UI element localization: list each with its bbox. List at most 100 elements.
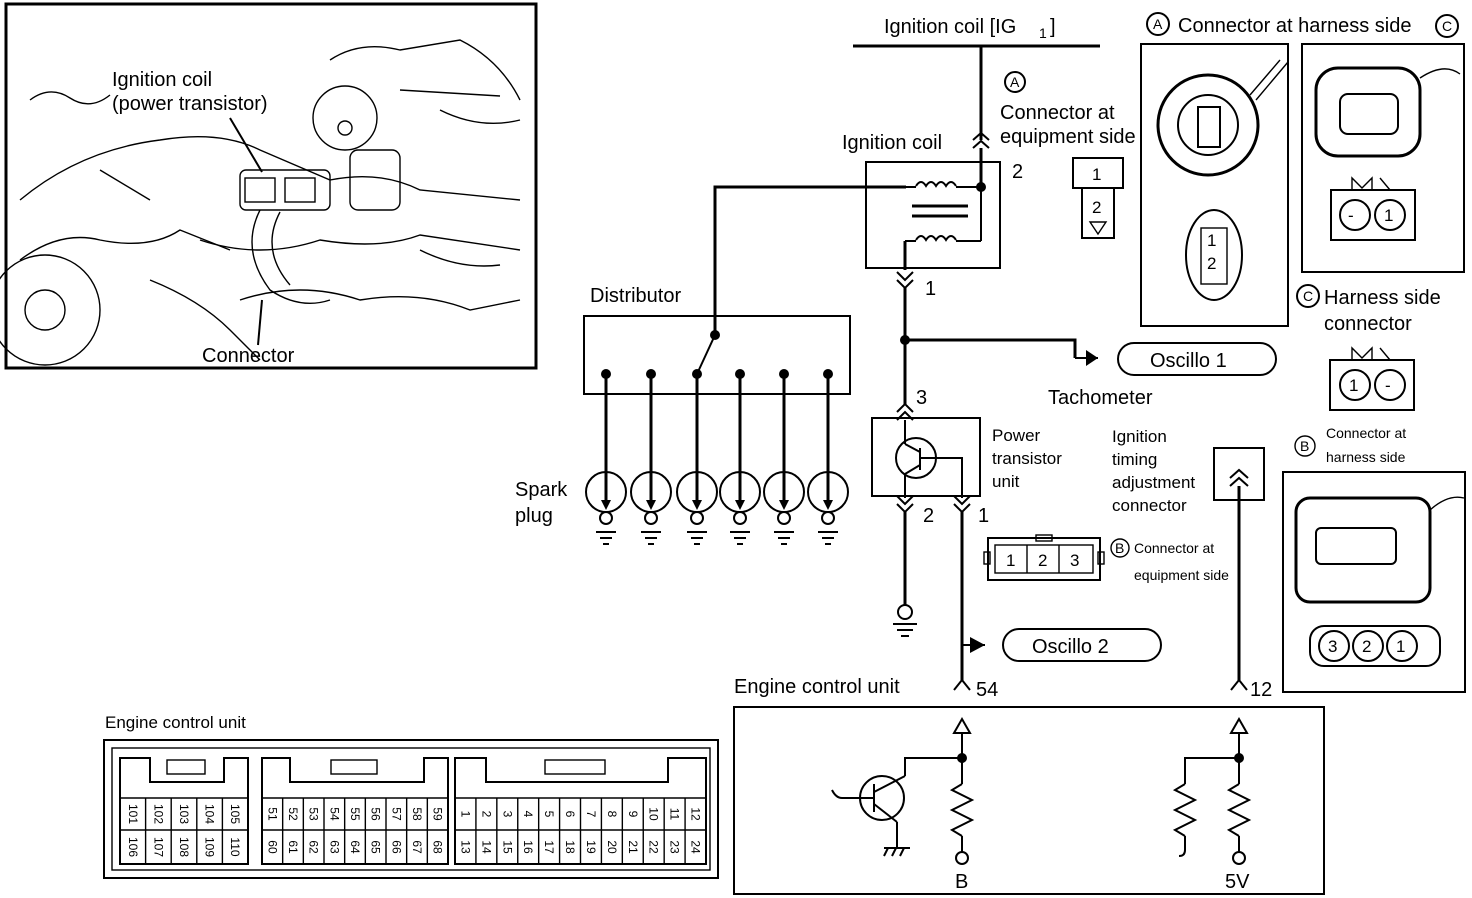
connector-b-equipment: 1 2 3 B Connector at equipment side [983, 534, 1229, 583]
conn-a-harness-pin-1: 1 [1207, 231, 1216, 250]
conn-a-equip-label-2: equipment side [1000, 126, 1136, 148]
ecu-pin-62: 62 [307, 840, 321, 854]
timing-label-3: adjustment [1112, 473, 1195, 492]
ecu-pin-104: 104 [203, 804, 217, 824]
harness-c-marker: C [1303, 288, 1313, 304]
photo-coil-label-2: (power transistor) [112, 93, 268, 115]
conn-a-harness-pin-2: 2 [1207, 254, 1216, 273]
ecu-pin-57: 57 [389, 807, 403, 821]
ecu-pin-53: 53 [307, 807, 321, 821]
power-transistor-unit: 3 2 1 Power transistor unit Oscillo 2 [871, 387, 1162, 680]
photo-coil-label-1: Ignition coil [112, 69, 212, 91]
distributor: Distributor [515, 285, 851, 545]
ecu-pin-106: 106 [126, 837, 140, 857]
coil-label: Ignition coil [842, 132, 942, 154]
ecu-pin-5: 5 [542, 811, 556, 818]
ecu-pin-110: 110 [228, 837, 242, 856]
oscillo-1-label: Oscillo 1 [1150, 350, 1227, 372]
ecu-pin-12: 12 [1250, 679, 1272, 701]
ecu-pin-54: 54 [327, 807, 341, 821]
ecu-pin-103: 103 [177, 804, 191, 824]
harness-b-marker: B [1300, 438, 1309, 454]
conn-b-equip-pin-1: 1 [1006, 551, 1015, 570]
ecu-pin-17: 17 [542, 840, 556, 854]
oscillo-2-tag [1002, 628, 1162, 662]
ig1-label: Ignition coil [IG [884, 16, 1016, 38]
conn-c-top-pin-2: 1 [1384, 206, 1393, 225]
ecu-pin-68: 68 [431, 840, 445, 854]
timing-label-1: Ignition [1112, 427, 1167, 446]
ecu-pin-20: 20 [605, 840, 619, 854]
coil-pin-top: 2 [1012, 161, 1023, 183]
coil-pin-bottom: 1 [925, 278, 936, 300]
pt-label-3: unit [992, 472, 1020, 491]
ecu-pin-107: 107 [151, 837, 165, 857]
spark-plug-label-1: Spark [515, 479, 568, 501]
tachometer-label: Tachometer [1048, 387, 1153, 409]
photo-connector-label: Connector [202, 345, 295, 367]
harness-b-pin-1: 1 [1396, 637, 1405, 656]
ecu-pin-10: 10 [647, 807, 661, 821]
ecu-pin-55: 55 [348, 807, 362, 821]
harness-b-pin-2: 2 [1362, 637, 1371, 656]
spark-plugs [585, 471, 849, 545]
ecu-pin-101: 101 [126, 804, 140, 824]
harness-c-label-2: connector [1324, 313, 1412, 335]
distributor-label: Distributor [590, 285, 681, 307]
conn-b-equip-label-2: equipment side [1134, 567, 1229, 583]
conn-b-equip-label-1: Connector at [1134, 540, 1214, 556]
ecu-pin-105: 105 [228, 804, 242, 824]
ig1-supply: Ignition coil [IG 1 ] [853, 16, 1100, 149]
ecu-pin-24: 24 [689, 840, 703, 854]
conn-b-equip-pin-2: 2 [1038, 551, 1047, 570]
ecu-label: Engine control unit [734, 676, 900, 698]
conn-b-equip-pin-3: 3 [1070, 551, 1079, 570]
connector-a-harness-panel: A Connector at harness side C 1 2 - 1 [1140, 12, 1465, 327]
ecu-5v-label: 5V [1225, 871, 1250, 893]
harness-b-pin-3: 3 [1328, 637, 1337, 656]
harness-b-connector: B Connector at harness side 3 2 1 [1282, 425, 1466, 693]
ecu-pin-6: 6 [563, 811, 577, 818]
conn-a-equip-marker: A [1010, 74, 1020, 90]
connector-a-equipment: A Connector at equipment side 1 2 [1000, 71, 1136, 239]
ecu-pin-59: 59 [431, 807, 445, 821]
ecu-pin-52: 52 [286, 807, 300, 821]
ecu-pin-12: 12 [689, 807, 703, 821]
ig1-subscript: 1 [1039, 25, 1047, 41]
ecu-pin-23: 23 [668, 840, 682, 854]
ecu-pin-4: 4 [521, 811, 535, 818]
ecu-pin-51: 51 [265, 807, 279, 821]
ignition-coil: Ignition coil 2 1 [713, 132, 1023, 334]
ecu-pin-63: 63 [327, 840, 341, 854]
ecu-pin-22: 22 [647, 840, 661, 854]
ecu-pin-58: 58 [410, 807, 424, 821]
ig1-close: ] [1050, 16, 1056, 38]
harness-c-pin-1: 1 [1349, 376, 1358, 395]
ignition-timing-connector: Ignition timing adjustment connector [1112, 427, 1265, 680]
ecu-pin-14: 14 [479, 840, 493, 854]
ecu-pin-108: 108 [177, 837, 191, 857]
harness-c-pin-2: - [1385, 376, 1391, 395]
conn-a-header: Connector at harness side [1178, 15, 1411, 37]
harness-b-label-1: Connector at [1326, 425, 1406, 441]
ecu-pin-21: 21 [626, 840, 640, 854]
ecu-pin-8: 8 [605, 811, 619, 818]
ecu-pin-56: 56 [369, 807, 383, 821]
engine-photo-inset: Ignition coil (power transistor) Connect… [0, 2, 538, 370]
coil-negative-line: Oscillo 1 Tachometer [900, 288, 1277, 409]
ecu-pin-16: 16 [521, 840, 535, 854]
ecu-connector-title: Engine control unit [105, 713, 246, 732]
ecu-pin-9: 9 [626, 811, 640, 818]
pt-pin-2: 2 [923, 505, 934, 527]
timing-label-2: timing [1112, 450, 1157, 469]
conn-a-marker: A [1153, 16, 1163, 32]
ecu-pin-64: 64 [348, 840, 362, 854]
conn-c-top-pin-1: - [1348, 206, 1354, 225]
harness-c-label-1: Harness side [1324, 287, 1441, 309]
ecu-pin-7: 7 [584, 811, 598, 818]
ecu-pin-60: 60 [265, 840, 279, 854]
ecu-pin-66: 66 [389, 840, 403, 854]
ecu-b-label: B [955, 871, 968, 893]
ecu-pin-3: 3 [500, 811, 514, 818]
